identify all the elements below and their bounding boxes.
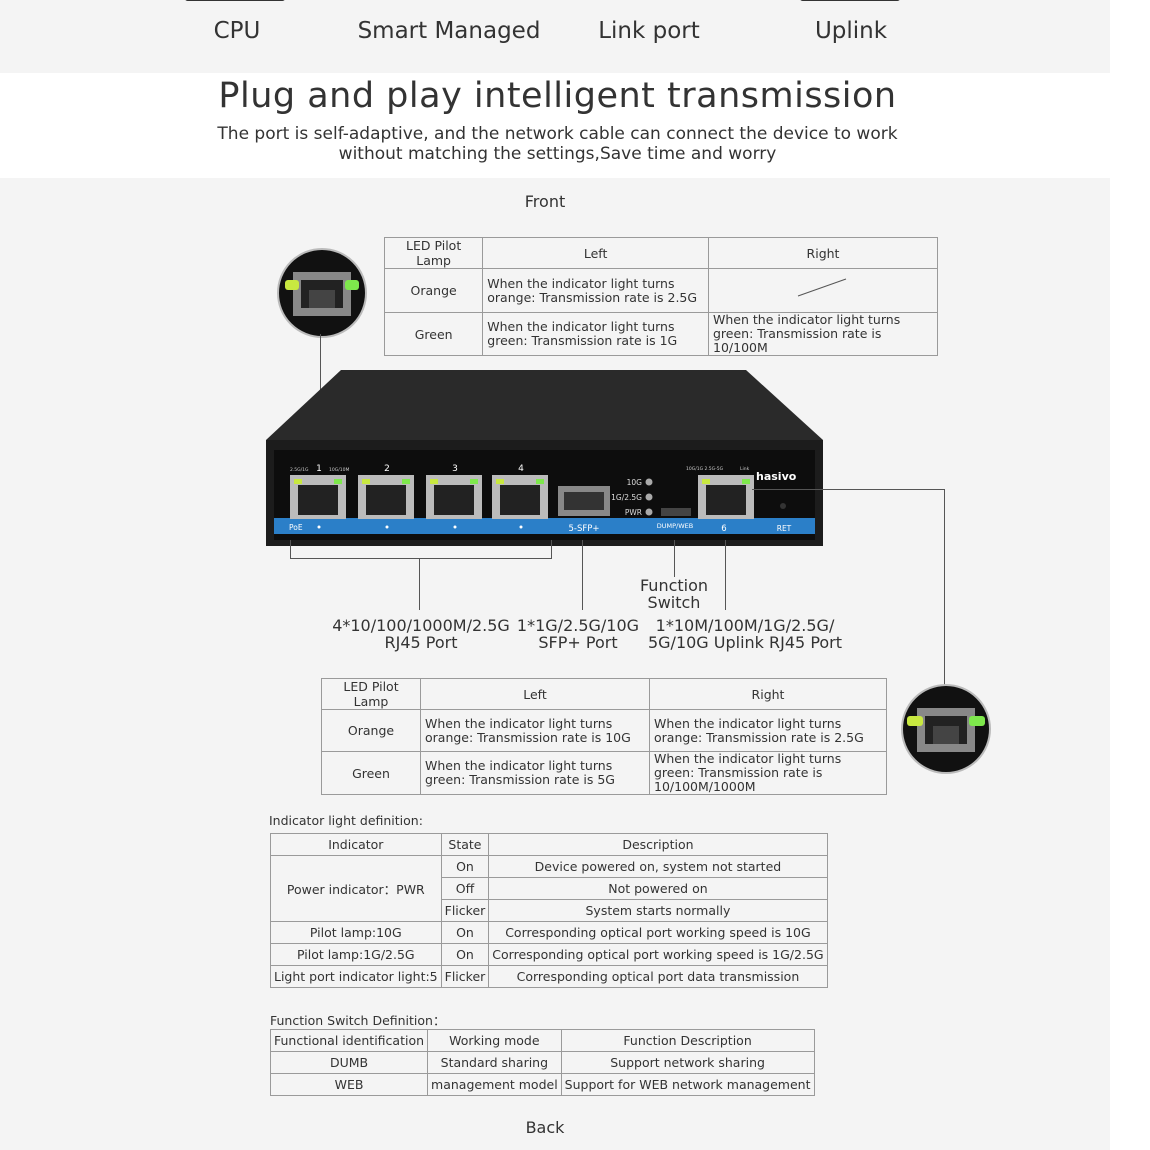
rj45-port-label: 4*10/100/1000M/2.5G RJ45 Port <box>332 616 510 652</box>
function-title: Function Switch Definition： <box>270 1013 446 1028</box>
desc-cell: Device powered on, system not started <box>488 855 828 878</box>
state-cell: Flicker <box>440 899 490 922</box>
desc-cell: Support for WEB network management <box>560 1073 815 1096</box>
page-headline: Plug and play intelligent transmission <box>218 76 897 116</box>
state-cell: On <box>440 855 490 878</box>
bottom-led-table: LED Pilot Lamp Left Right Orange When th… <box>321 678 887 795</box>
feature-link-port: Link port <box>598 18 700 44</box>
state-cell: Flicker <box>440 965 490 988</box>
header-cell: Indicator <box>270 833 442 856</box>
empty-cell <box>708 268 938 313</box>
callout-line <box>674 540 675 577</box>
header-cell: Right <box>708 237 938 269</box>
color-cell: Green <box>321 751 421 795</box>
uplink-speed-label: 10G/1G 2.5G-5G <box>686 466 724 472</box>
indicator-cell: Pilot lamp:1G/2.5G <box>270 943 442 966</box>
port-speed-label: 10G/10M <box>329 467 349 473</box>
feature-icon-underline <box>800 0 900 1</box>
desc-cell: When the indicator light turns orange: T… <box>649 709 887 752</box>
header-cell: Function Description <box>560 1029 815 1052</box>
header-cell: Left <box>482 237 709 269</box>
callout-line <box>290 540 291 559</box>
callout-line <box>551 540 552 559</box>
diagonal-slash-icon <box>797 278 847 297</box>
header-cell: Working mode <box>427 1029 562 1052</box>
desc-cell: When the indicator light turns orange: T… <box>482 268 709 313</box>
desc-cell: Not powered on <box>488 877 828 900</box>
desc-cell: Corresponding optical port data transmis… <box>488 965 828 988</box>
port-speed-label: 2.5G/1G <box>290 467 309 473</box>
desc-cell: When the indicator light turns green: Tr… <box>420 751 650 795</box>
callout-line <box>419 558 420 610</box>
indicator-cell: Light port indicator light:5 <box>270 965 442 988</box>
header-cell: Description <box>488 833 828 856</box>
rj45-port-icon <box>907 708 985 752</box>
led-pwr-label: PWR <box>625 508 642 517</box>
state-cell: Off <box>440 877 490 900</box>
header-cell: State <box>440 833 490 856</box>
desc-cell: Corresponding optical port working speed… <box>488 943 828 966</box>
header-cell: LED Pilot Lamp <box>321 678 421 710</box>
network-switch-image: 1 2 3 4 2.5G/1G 10G/10M 10G 1G/2.5G PWR … <box>266 370 823 546</box>
feature-icon-underline <box>185 0 285 1</box>
desc-cell: When the indicator light turns green: Tr… <box>708 312 938 356</box>
sfp-label: 5-SFP+ <box>568 524 599 534</box>
rj45-port-icon <box>285 272 359 316</box>
page-subline: The port is self-adaptive, and the netwo… <box>217 124 898 164</box>
desc-cell: When the indicator light turns orange: T… <box>420 709 650 752</box>
indicator-table: Indicator State Description Power indica… <box>270 833 828 988</box>
desc-cell: When the indicator light turns green: Tr… <box>649 751 887 795</box>
callout-line <box>944 489 945 685</box>
feature-uplink: Uplink <box>814 18 888 44</box>
desc-cell: When the indicator light turns green: Tr… <box>482 312 709 356</box>
port-number-label: 1 <box>316 464 322 474</box>
dump-web-label: DUMP/WEB <box>657 522 693 530</box>
function-switch-label: Function Switch <box>639 576 709 612</box>
sfp-port-label: 1*1G/2.5G/10G SFP+ Port <box>516 616 640 652</box>
color-cell: Orange <box>321 709 421 752</box>
front-label: Front <box>524 192 566 211</box>
state-cell: On <box>440 943 490 966</box>
uplink-link-label: Link <box>740 466 750 472</box>
brand-logo: hasivo <box>756 470 797 483</box>
indicator-cell: Power indicator：PWR <box>270 855 442 922</box>
desc-cell: System starts normally <box>488 899 828 922</box>
indicator-title: Indicator light definition: <box>269 813 423 828</box>
callout-line <box>582 540 583 610</box>
port-number-label: 2 <box>384 464 390 474</box>
mode-cell: management model <box>427 1073 562 1096</box>
feature-band <box>0 0 1110 73</box>
color-cell: Orange <box>383 268 484 313</box>
back-label: Back <box>525 1118 565 1137</box>
uplink-number-label: 6 <box>721 524 726 534</box>
color-cell: Green <box>383 312 484 356</box>
ret-label: RET <box>777 524 792 533</box>
feature-smart-managed: Smart Managed <box>357 18 541 44</box>
header-cell: LED Pilot Lamp <box>383 237 484 269</box>
callout-line <box>725 540 726 610</box>
callout-line <box>290 558 552 559</box>
port-number-label: 3 <box>452 464 458 474</box>
header-cell: Right <box>649 678 887 710</box>
port-zoom-circle <box>277 248 367 338</box>
desc-cell: Support network sharing <box>560 1051 815 1074</box>
function-table: Functional identification Working mode F… <box>269 1029 815 1096</box>
header-cell: Functional identification <box>269 1029 429 1052</box>
callout-line <box>752 489 945 490</box>
function-id-cell: DUMB <box>269 1051 429 1074</box>
led-1g-label: 1G/2.5G <box>611 493 642 502</box>
indicator-cell: Pilot lamp:10G <box>270 921 442 944</box>
state-cell: On <box>440 921 490 944</box>
desc-cell: Corresponding optical port working speed… <box>488 921 828 944</box>
port-zoom-circle <box>901 684 991 774</box>
led-10g-label: 10G <box>627 478 643 487</box>
mode-cell: Standard sharing <box>427 1051 562 1074</box>
uplink-port-label: 1*10M/100M/1G/2.5G/ 5G/10G Uplink RJ45 P… <box>647 616 843 652</box>
poe-label: PoE <box>289 523 303 532</box>
top-led-table: LED Pilot Lamp Left Right Orange When th… <box>383 237 938 356</box>
header-cell: Left <box>420 678 650 710</box>
function-id-cell: WEB <box>269 1073 429 1096</box>
feature-cpu: CPU <box>213 18 261 44</box>
port-number-label: 4 <box>518 464 524 474</box>
